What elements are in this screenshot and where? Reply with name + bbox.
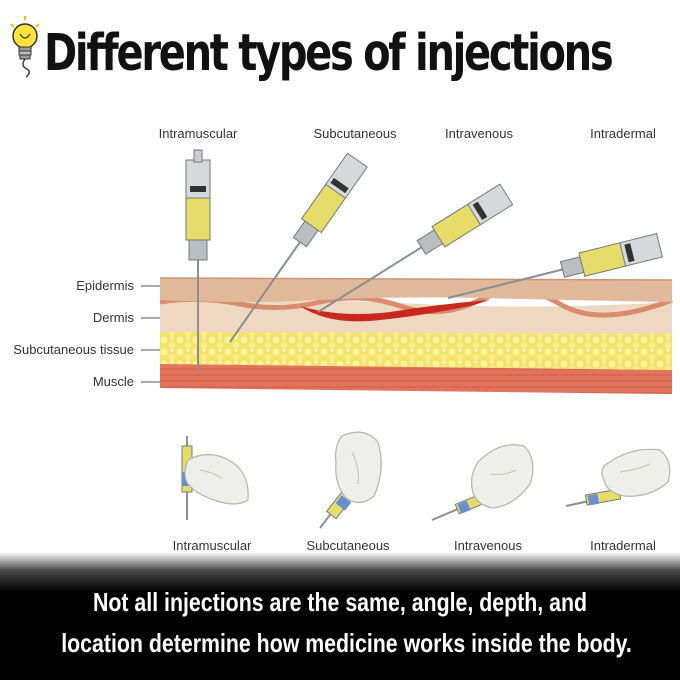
layer-label-subcutaneous-tissue: Subcutaneous tissue — [13, 342, 134, 357]
gloved-hand-icon — [181, 436, 249, 520]
dermis-wave — [159, 288, 673, 318]
top-label-intradermal: Intradermal — [590, 126, 656, 141]
top-label-intravenous: Intravenous — [445, 126, 513, 141]
syringe-icon — [229, 152, 368, 343]
bottom-label-intradermal: Intradermal — [590, 538, 656, 553]
caption-line-1: Not all injections are the same, angle, … — [92, 587, 588, 617]
caption-line-2: location determine how medicine works in… — [61, 628, 632, 658]
bottom-label-intravenous: Intravenous — [454, 538, 522, 553]
caption-banner: Not all injections are the same, angle, … — [0, 552, 680, 680]
page-title: Different types of injections — [44, 24, 614, 83]
layer-label-dermis: Dermis — [93, 310, 135, 325]
syringe-icon — [317, 183, 514, 313]
bottom-label-subcutaneous: Subcutaneous — [306, 538, 390, 553]
bottom-label-intramuscular: Intramuscular — [173, 538, 252, 553]
muscle-layer — [160, 362, 672, 394]
lightbulb-icon — [10, 16, 40, 78]
vein — [300, 300, 490, 322]
injection-diagram: Intramuscular Subcutaneous Intravenous I… — [13, 126, 673, 553]
subcutaneous-fat-layer — [160, 330, 672, 370]
skin-cross-section — [159, 277, 673, 394]
top-label-subcutaneous: Subcutaneous — [313, 126, 397, 141]
epidermis-layer — [160, 278, 672, 302]
gloved-hand-icon — [431, 444, 534, 521]
layer-label-muscle: Muscle — [93, 374, 134, 389]
gloved-hand-icon — [565, 448, 671, 507]
gloved-hand-icon — [319, 431, 382, 529]
syringe-icon — [185, 149, 211, 372]
layer-label-epidermis: Epidermis — [76, 278, 134, 293]
syringe-icon — [447, 233, 664, 299]
top-label-intramuscular: Intramuscular — [159, 126, 238, 141]
